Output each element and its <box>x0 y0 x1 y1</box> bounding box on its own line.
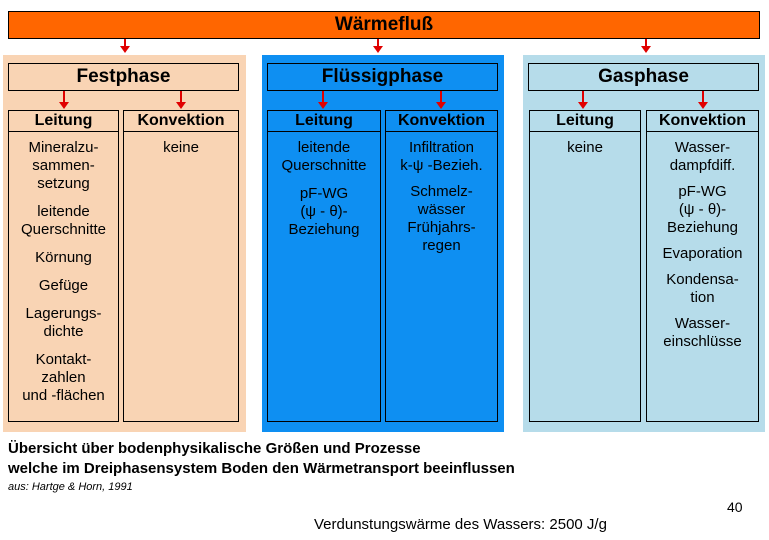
items: keine <box>124 132 238 157</box>
column-header: Konvektion <box>386 111 497 132</box>
phase-header-festphase: Festphase <box>8 63 239 91</box>
page-number: 40 <box>727 499 743 515</box>
list-item: pF-WG(ψ - θ)-Beziehung <box>288 185 360 238</box>
caption-line-2: welche im Dreiphasensystem Boden den Wär… <box>8 460 515 477</box>
panel-festphase: Festphase Leitung Mineralzu-sammen-setzu… <box>3 55 246 432</box>
title-bar: Wärmefluß <box>8 11 760 39</box>
phase-name: Flüssigphase <box>321 66 444 87</box>
arrow-gasphase-konvektion <box>702 91 704 103</box>
arrow-title-festphase <box>124 39 126 47</box>
column-header: Leitung <box>268 111 380 132</box>
diagram-title: Wärmefluß <box>334 14 434 35</box>
arrowhead-festphase-konvektion <box>176 102 186 109</box>
phase-header-gasphase: Gasphase <box>528 63 759 91</box>
arrow-fluessigphase-konvektion <box>440 91 442 103</box>
column-konvektion-gasphase: Konvektion Wasser-dampfdiff. pF-WG(ψ - θ)… <box>646 110 759 422</box>
arrowhead-gasphase-leitung <box>578 102 588 109</box>
arrow-gasphase-leitung <box>582 91 584 103</box>
items: keine <box>530 132 640 157</box>
arrowhead-fluessigphase-konvektion <box>436 102 446 109</box>
source-citation: aus: Hartge & Horn, 1991 <box>8 481 133 493</box>
column-header: Konvektion <box>124 111 238 132</box>
list-item: Lagerungs-dichte <box>25 305 102 340</box>
arrow-festphase-leitung <box>63 91 65 103</box>
list-item: Evaporation <box>662 245 743 262</box>
list-item: Mineralzu-sammen-setzung <box>28 139 99 192</box>
arrowhead-title-festphase <box>120 46 130 53</box>
arrow-title-gasphase <box>645 39 647 47</box>
phase-name: Festphase <box>76 66 171 87</box>
list-item: Wasser-einschlüsse <box>663 315 742 350</box>
phase-header-fluessigphase: Flüssigphase <box>267 63 498 91</box>
arrow-festphase-konvektion <box>180 91 182 103</box>
footer-note: Verdunstungswärme des Wassers: 2500 J/g <box>314 516 607 533</box>
arrow-fluessigphase-leitung <box>322 91 324 103</box>
column-leitung-festphase: Leitung Mineralzu-sammen-setzung leitende… <box>8 110 119 422</box>
column-header: Leitung <box>530 111 640 132</box>
list-item: pF-WG(ψ - θ)-Beziehung <box>667 183 738 236</box>
arrowhead-title-fluessigphase <box>373 46 383 53</box>
phase-name: Gasphase <box>598 66 689 87</box>
list-item: keine <box>163 139 199 156</box>
column-header: Konvektion <box>647 111 758 132</box>
arrowhead-title-gasphase <box>641 46 651 53</box>
arrow-title-fluessigphase <box>377 39 379 47</box>
panel-gasphase: Gasphase Leitung keine Konvektion Wasser… <box>523 55 765 432</box>
list-item: Gefüge <box>38 277 89 294</box>
list-item: Kondensa-tion <box>666 271 739 306</box>
arrowhead-fluessigphase-leitung <box>318 102 328 109</box>
arrowhead-gasphase-konvektion <box>698 102 708 109</box>
list-item: keine <box>567 139 603 156</box>
arrowhead-festphase-leitung <box>59 102 69 109</box>
list-item: Körnung <box>35 249 92 266</box>
list-item: Wasser-dampfdiff. <box>669 139 736 174</box>
column-konvektion-festphase: Konvektion keine <box>123 110 239 422</box>
column-header: Leitung <box>9 111 118 132</box>
caption-line-1: Übersicht über bodenphysikalische Größen… <box>8 440 421 457</box>
column-leitung-gasphase: Leitung keine <box>529 110 641 422</box>
